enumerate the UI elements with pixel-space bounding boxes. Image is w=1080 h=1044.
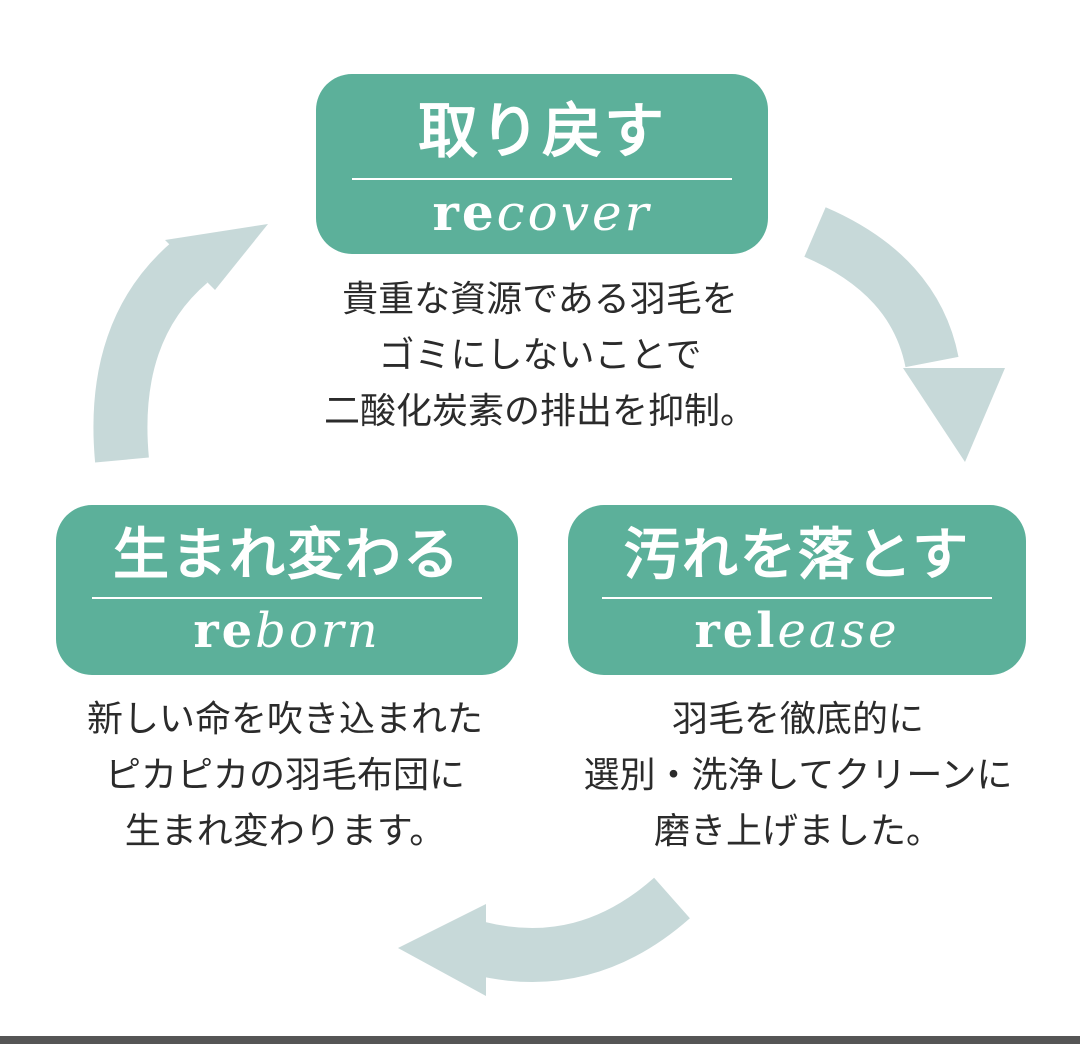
release-description: 羽毛を徹底的に 選別・洗浄してクリーンに 磨き上げました。 bbox=[528, 692, 1068, 860]
release-desc-line: 選別・洗浄してクリーンに bbox=[583, 755, 1013, 796]
recover-desc-line: ゴミにしないことで bbox=[378, 335, 702, 376]
reborn-english-suffix: born bbox=[255, 603, 381, 659]
release-box: 汚れを落とす release bbox=[568, 505, 1026, 675]
recover-divider bbox=[352, 178, 732, 180]
recover-description: 貴重な資源である羽毛を ゴミにしないことで 二酸化炭素の排出を抑制。 bbox=[240, 272, 840, 440]
reborn-desc-line: ピカピカの羽毛布団に bbox=[104, 755, 465, 796]
release-english-prefix: rel bbox=[694, 603, 778, 659]
release-title: 汚れを落とす bbox=[623, 523, 971, 588]
reborn-box: 生まれ変わる reborn bbox=[56, 505, 518, 675]
release-desc-line: 羽毛を徹底的に bbox=[671, 699, 924, 740]
reborn-desc-line: 生まれ変わります。 bbox=[124, 811, 446, 852]
recover-english-suffix: cover bbox=[496, 184, 652, 242]
release-divider bbox=[602, 597, 992, 599]
release-desc-line: 磨き上げました。 bbox=[653, 811, 942, 852]
recover-title: 取り戻す bbox=[418, 97, 666, 167]
recover-english: recover bbox=[316, 182, 768, 244]
reborn-english: reborn bbox=[56, 601, 518, 661]
arrow-reborn-to-recover bbox=[93, 224, 268, 463]
recover-desc-line: 二酸化炭素の排出を抑制。 bbox=[323, 391, 756, 432]
recover-desc-line: 貴重な資源である羽毛を bbox=[342, 279, 738, 320]
release-english: release bbox=[568, 601, 1026, 661]
reborn-description: 新しい命を吹き込まれた ピカピカの羽毛布団に 生まれ変わります。 bbox=[20, 692, 550, 860]
release-english-suffix: ease bbox=[777, 603, 900, 659]
reborn-divider bbox=[92, 597, 482, 599]
recover-english-prefix: re bbox=[432, 183, 497, 242]
recover-box: 取り戻す recover bbox=[316, 74, 768, 254]
arrow-release-to-reborn bbox=[398, 877, 690, 996]
arrow-recover-to-release bbox=[803, 207, 1005, 462]
bottom-border bbox=[0, 1036, 1080, 1044]
reborn-desc-line: 新しい命を吹き込まれた bbox=[86, 699, 483, 740]
reborn-title: 生まれ変わる bbox=[113, 523, 461, 588]
reborn-english-prefix: re bbox=[193, 603, 256, 659]
